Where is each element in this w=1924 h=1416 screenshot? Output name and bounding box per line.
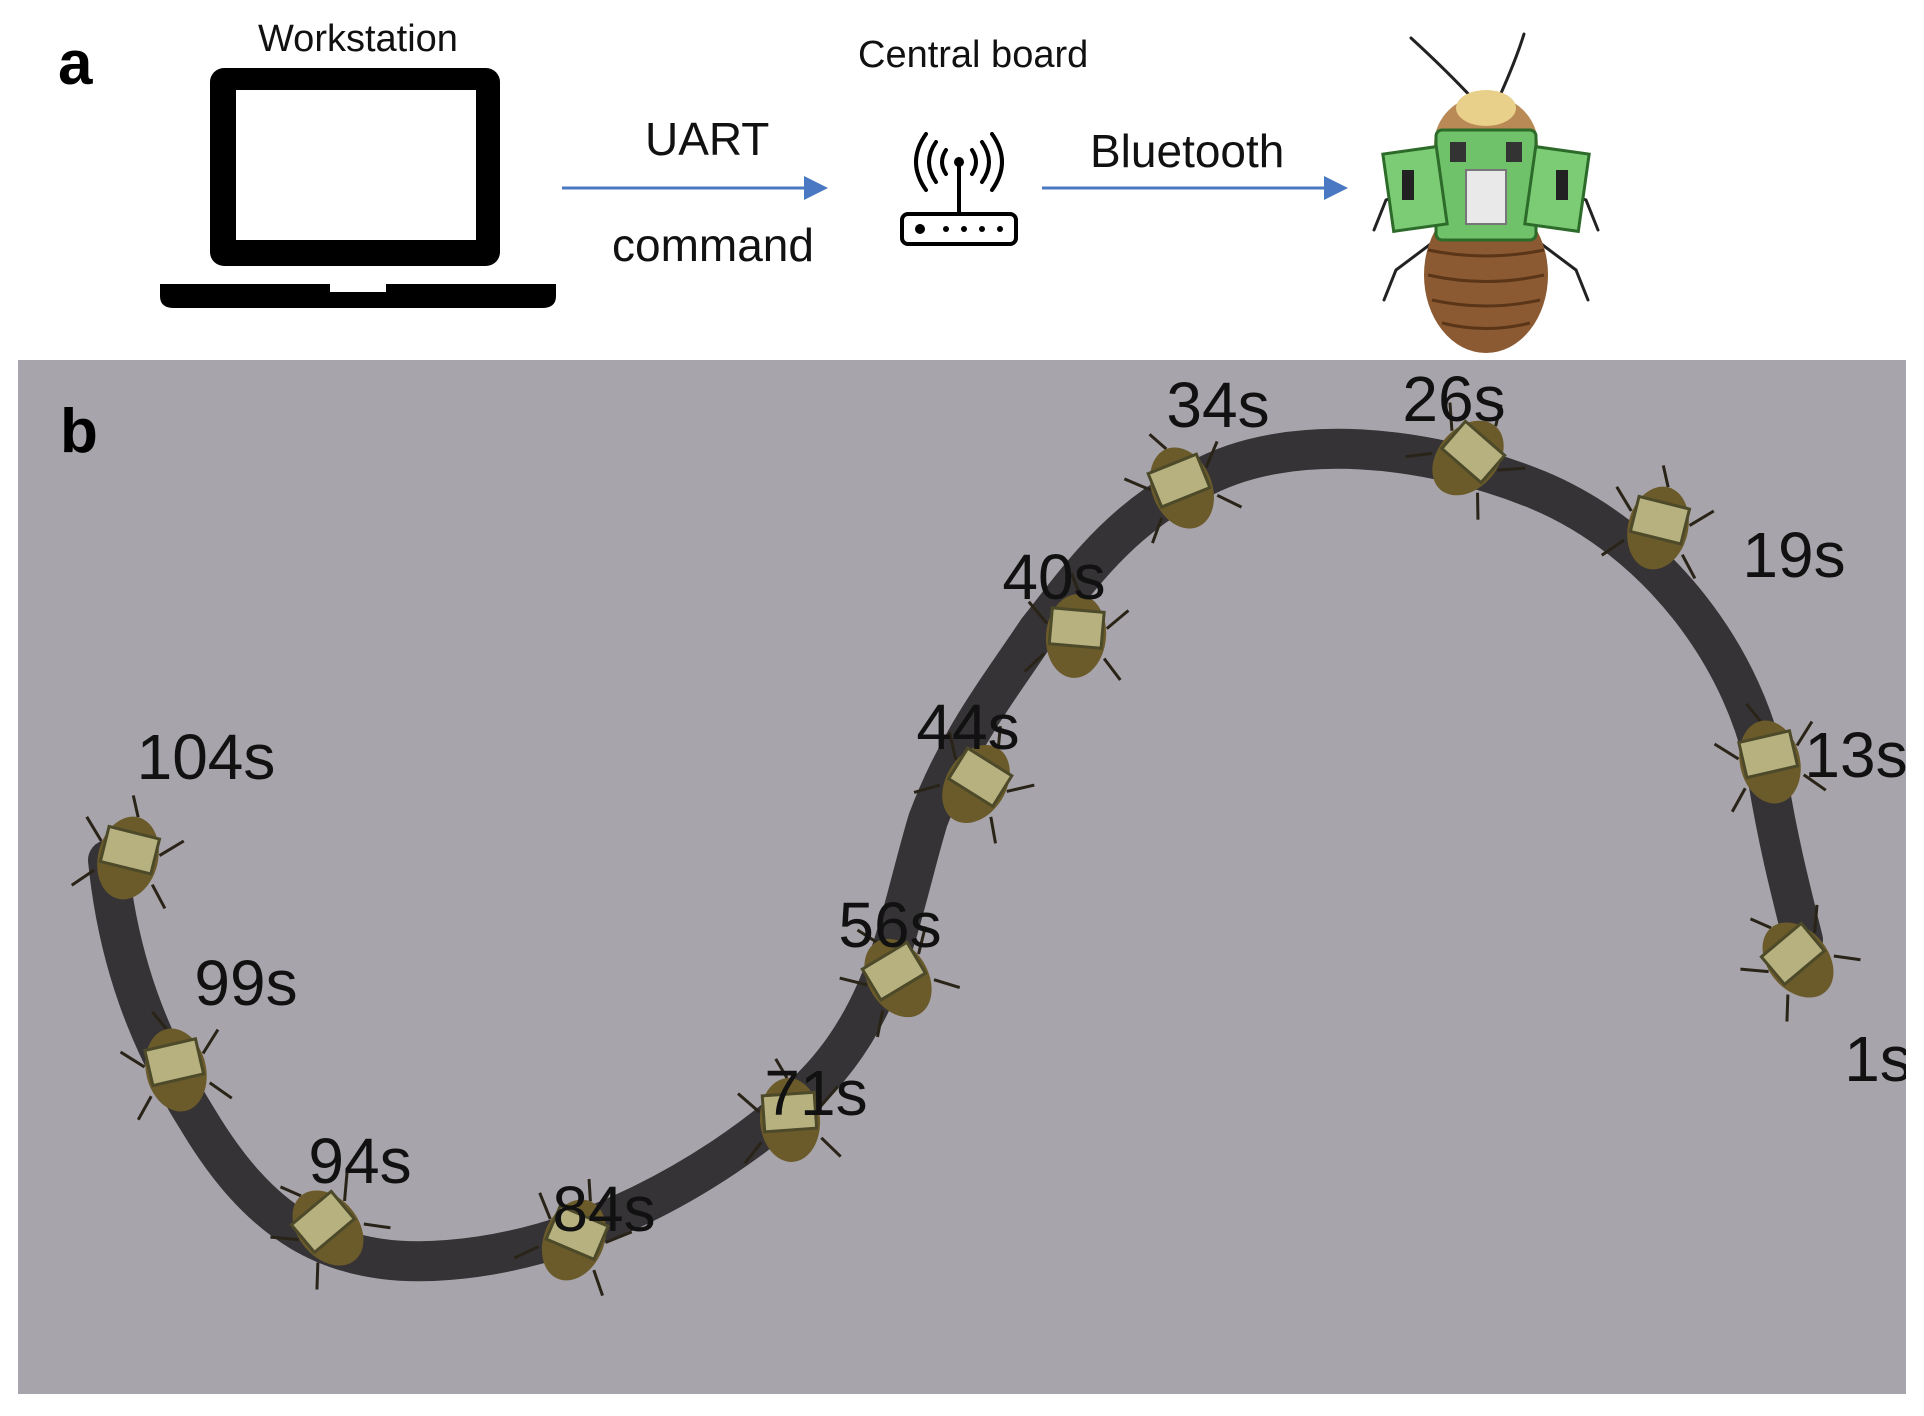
uart-label: UART (645, 113, 770, 165)
cyborg-cockroach-marker (1405, 402, 1526, 520)
time-label-34s: 34s (1166, 369, 1270, 441)
bluetooth-label: Bluetooth (1090, 125, 1285, 177)
time-label-26s: 26s (1402, 363, 1506, 435)
panel-b-photo: b 1s 13s 19s 26s 34s 40s 44s 56s 71s 84s… (18, 360, 1906, 1394)
cyborg-cockroach-marker (737, 1058, 842, 1165)
cyborg-cockroach-marker (270, 1172, 391, 1290)
time-label-104s: 104s (136, 721, 276, 793)
command-label: command (612, 219, 814, 271)
time-label-44s: 44s (916, 691, 1020, 763)
workstation-label: Workstation (258, 18, 458, 60)
panel-a-letter: a (58, 29, 93, 98)
central-board-label: Central board (858, 34, 1089, 76)
cyborg-cockroach-marker (1123, 433, 1243, 544)
panel-a: a Workstation UART command Central board (0, 0, 1924, 360)
cockroach-robot-image (1372, 32, 1600, 353)
cyborg-cockroach-marker (839, 926, 961, 1038)
cyborg-cockroach-marker (913, 725, 1035, 844)
time-label-84s: 84s (552, 1173, 656, 1245)
cyborg-cockroach-marker (513, 1178, 633, 1297)
uart-arrow (562, 176, 828, 200)
time-label-56s: 56s (838, 889, 942, 961)
cyborg-cockroach-marker (1713, 702, 1827, 813)
cyborg-cockroach-marker (70, 795, 185, 910)
cyborg-cockroach-marker (119, 1010, 233, 1121)
cyborg-cockroach-marker (1023, 572, 1130, 681)
bluetooth-arrow (1042, 176, 1348, 200)
time-label-71s: 71s (764, 1057, 868, 1129)
time-label-40s: 40s (1002, 541, 1106, 613)
time-label-19s: 19s (1742, 519, 1846, 591)
panel-b-letter: b (60, 397, 98, 466)
time-label-94s: 94s (308, 1125, 412, 1197)
time-label-1s: 1s (1844, 1023, 1906, 1095)
laptop-icon (160, 68, 556, 308)
time-label-13s: 13s (1804, 719, 1906, 791)
router-icon (900, 132, 1018, 246)
time-label-99s: 99s (194, 947, 298, 1019)
cyborg-cockroach-marker (1600, 465, 1715, 580)
trajectory-track (70, 402, 1861, 1297)
cyborg-cockroach-marker (1740, 904, 1861, 1022)
